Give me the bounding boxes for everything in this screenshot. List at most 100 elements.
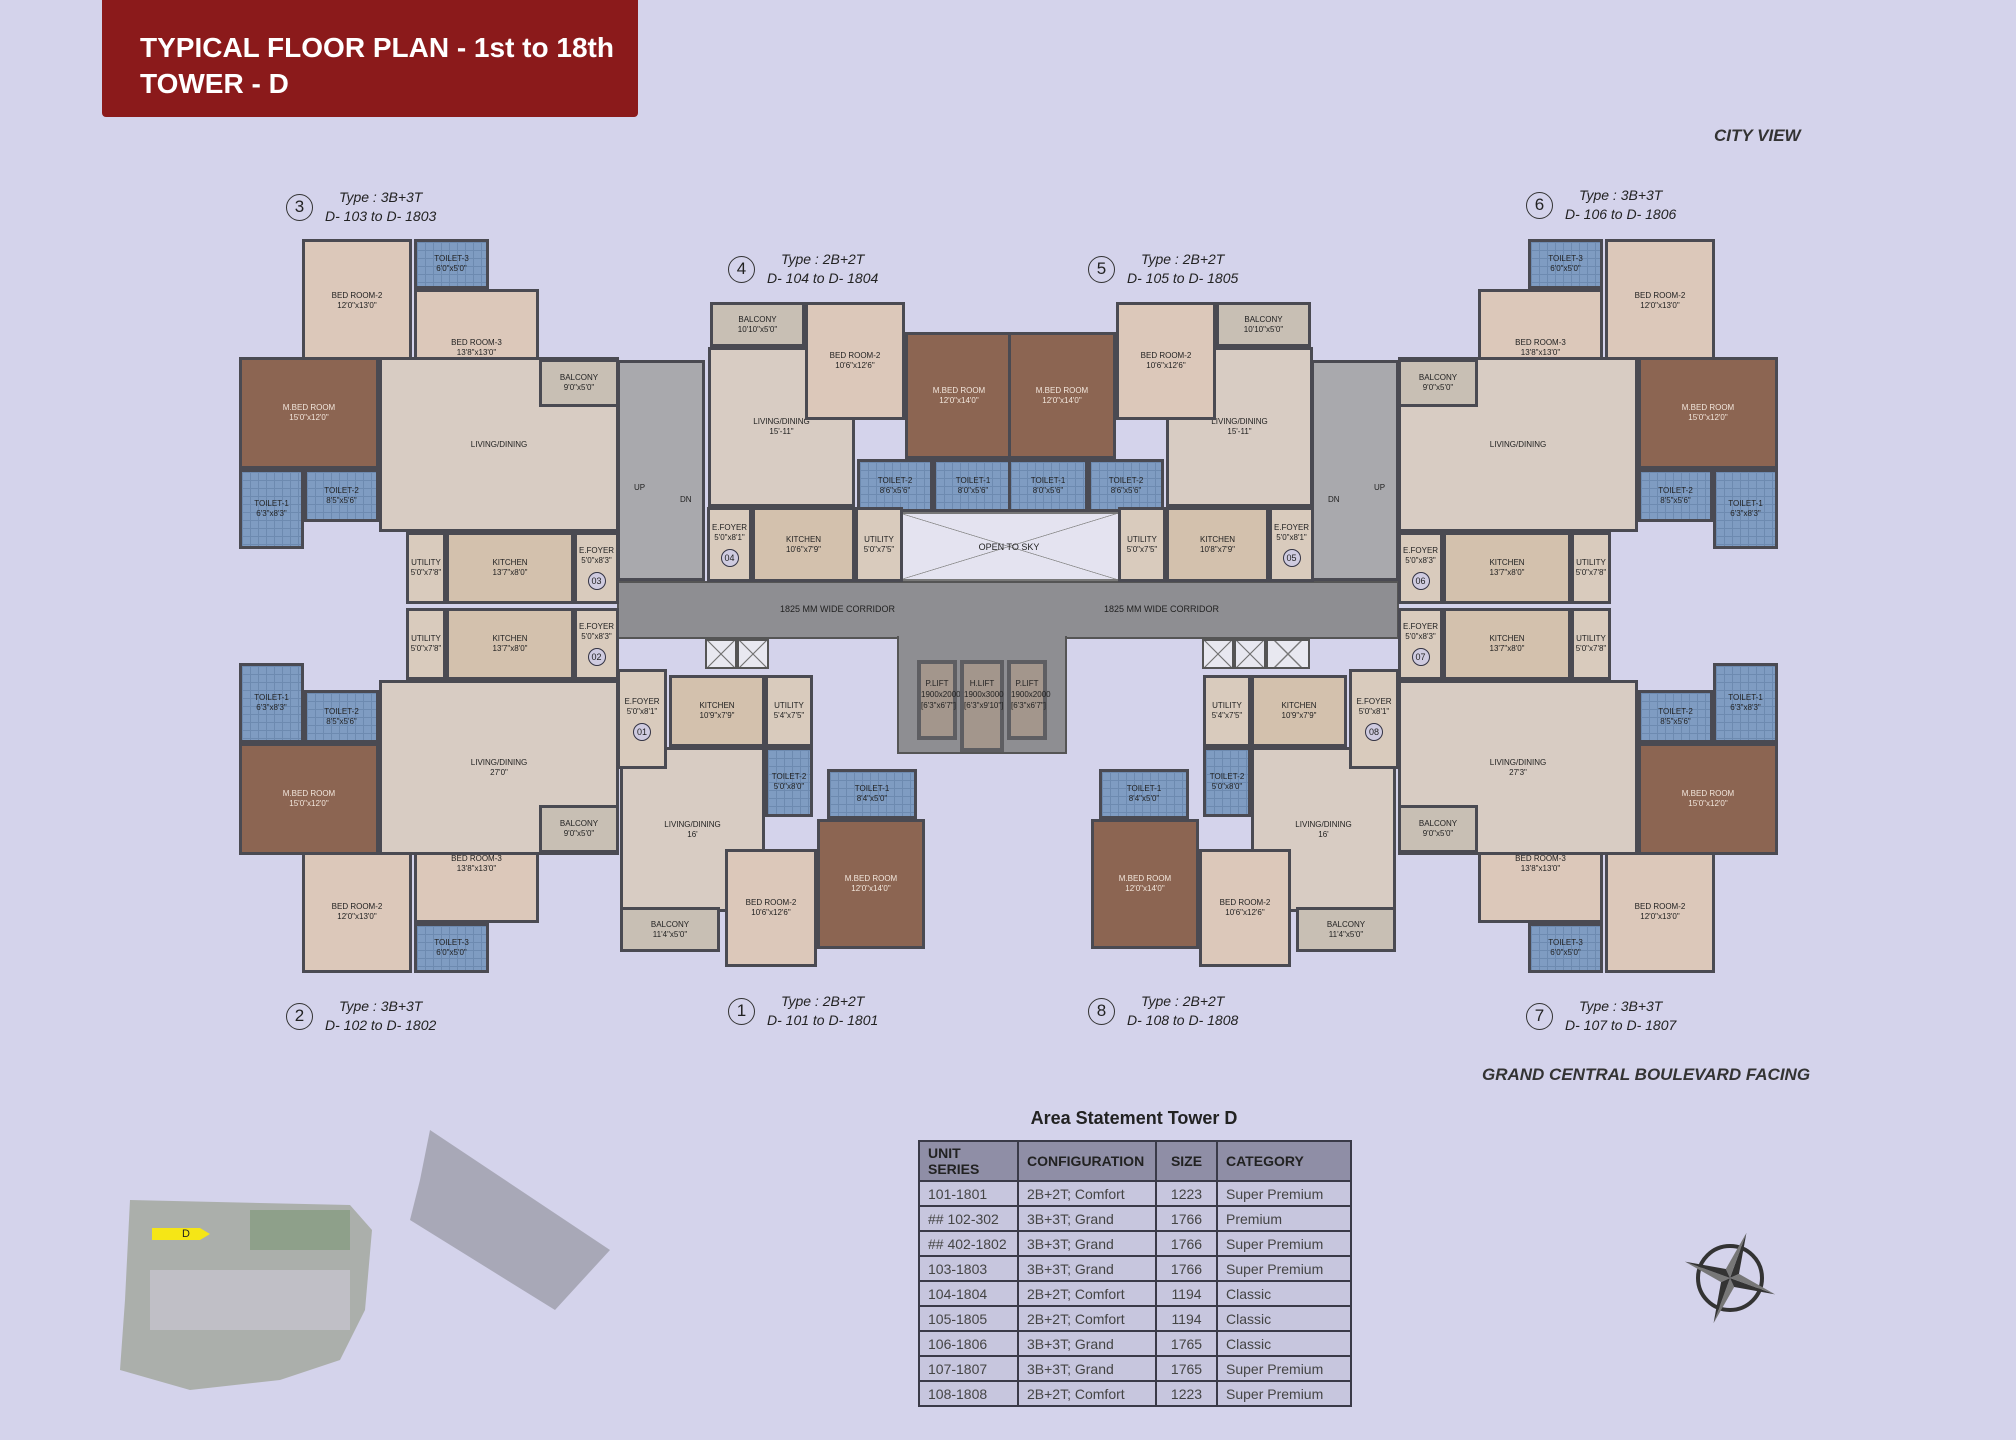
unit-door-number: 05 — [1282, 548, 1301, 567]
room-name: E.FOYER — [1273, 522, 1310, 532]
room-dimensions: 10'6"x7'9" — [786, 544, 821, 554]
room-dimensions: 12'0"x14'0" — [939, 395, 979, 405]
lift-size: 1900x2000 — [1011, 690, 1051, 699]
room-name: E.FOYER — [1356, 697, 1392, 706]
room-dimensions: 27'0" — [490, 767, 508, 777]
room-dimensions: 12'0"x13'0" — [1640, 911, 1680, 921]
room-name: E.FOYER — [624, 697, 660, 706]
unit-door-number: 06 — [1411, 572, 1430, 590]
room-dimensions: 12'0"x13'0" — [337, 911, 377, 921]
stair-up-label: UP — [634, 483, 646, 492]
room-dimensions: 13'8"x13'0" — [1520, 348, 1561, 357]
lift-size: 1900x2000 — [921, 690, 961, 699]
configuration-cell: 3B+3T; Grand — [1017, 1255, 1157, 1282]
room-dimensions: 5'0"x8'1" — [1358, 707, 1390, 716]
room-dimensions: 15'-11" — [1227, 427, 1252, 436]
corridor — [617, 581, 1399, 639]
room-name: BED ROOM-2 — [829, 351, 881, 360]
category-cell: Super Premium — [1216, 1380, 1352, 1407]
room-dimensions: 10'6"x12'6" — [751, 908, 791, 917]
room-name: LIVING/DINING — [1489, 757, 1547, 767]
room-dimensions: 27'3" — [1509, 767, 1527, 777]
room-name: LIVING/DINING — [470, 439, 528, 449]
category-cell: Super Premium — [1216, 1180, 1352, 1207]
unit-type: Type : 3B+3T — [1578, 187, 1663, 203]
room-name: BED ROOM-2 — [1219, 898, 1271, 907]
room-dimensions: 9'0"x5'0" — [563, 383, 595, 392]
unit-type: Type : 3B+3T — [338, 998, 423, 1014]
room-dimensions: 13'8"x13'0" — [456, 348, 497, 357]
compass-rose-icon — [1684, 1232, 1776, 1324]
room-name: M.BED ROOM — [844, 874, 898, 883]
room-dimensions: 10'10"x5'0" — [737, 324, 778, 334]
unit-number-badge: 4 — [728, 255, 755, 283]
city-view-label: CITY VIEW — [1714, 126, 1801, 145]
lift-name: P.LIFT — [925, 679, 949, 688]
unit-type: Type : 2B+2T — [780, 251, 865, 267]
room-dimensions: 13'7"x8'0" — [1489, 568, 1525, 577]
room-name: LIVING/DINING — [753, 417, 810, 426]
room-dimensions: 12'0"x14'0" — [1042, 395, 1082, 405]
room-dimensions: 10'6"x12'6" — [1225, 908, 1265, 917]
size-cell: 1223 — [1155, 1380, 1218, 1407]
site-road — [410, 1130, 610, 1310]
room-name: KITCHEN — [699, 701, 735, 710]
unit-number-badge: 1 — [728, 997, 755, 1025]
room-dimensions: 9'0"x5'0" — [1422, 383, 1454, 392]
unit-range: D- 102 to D- 1802 — [325, 1017, 437, 1033]
category-cell: Premium — [1216, 1205, 1352, 1232]
room-dimensions: 8'4"x5'0" — [1128, 794, 1160, 803]
header-unit-series: UNIT SERIES — [918, 1140, 1019, 1182]
room-name: UTILITY — [774, 701, 804, 710]
room-dimensions: 5'4"x7'5" — [1211, 711, 1243, 720]
room-dimensions: 10'10"x5'0" — [1243, 324, 1284, 334]
configuration-cell: 3B+3T; Grand — [1017, 1355, 1157, 1382]
staircase-right: DN UP — [1311, 360, 1399, 581]
room-name: BED ROOM-3 — [451, 854, 502, 863]
corridor-label-right: 1825 MM WIDE CORRIDOR — [1104, 604, 1220, 614]
room-name: TOILET-2 — [324, 485, 359, 495]
room-dimensions: 5'0"x7'8" — [1575, 644, 1607, 653]
configuration-cell: 2B+2T; Comfort — [1017, 1280, 1157, 1307]
room-dimensions: 15'0"x12'0" — [289, 413, 329, 422]
room-name: E.FOYER — [578, 622, 615, 631]
size-cell: 1194 — [1155, 1305, 1218, 1332]
category-cell: Classic — [1216, 1330, 1352, 1357]
room-name: BALCONY — [1326, 919, 1366, 929]
room-dimensions: 5'0"x8'1" — [714, 532, 745, 542]
room-dimensions: 8'5"x5'6" — [1660, 495, 1691, 505]
room-name: UTILITY — [1127, 534, 1157, 544]
room-name: TOILET-2 — [877, 475, 913, 485]
